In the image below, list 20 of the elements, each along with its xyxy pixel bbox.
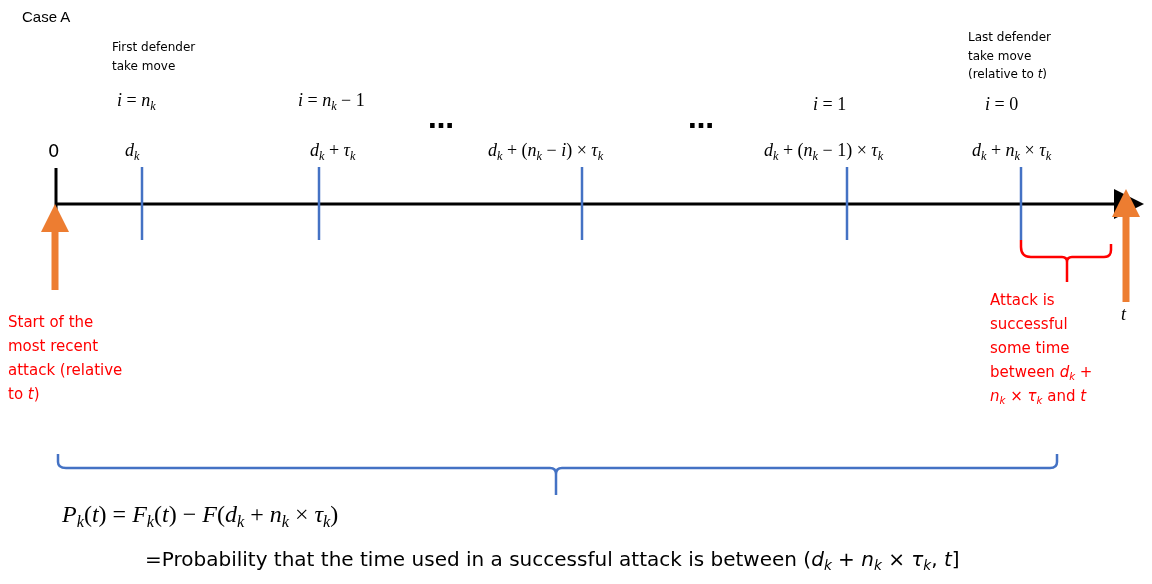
- time-label: d$_{k}$ + n$_{k}$ × τ$_{k}$: [972, 140, 1052, 162]
- ellipsis: …: [688, 104, 714, 136]
- ellipsis: …: [428, 104, 454, 136]
- annotation-text: Attack is successful some time between d$_{k}$ + n$_{k}$ × τ$_{k}$ and t: [990, 290, 1094, 408]
- annotation-text: Start of the most recent attack (relative to t): [8, 310, 133, 406]
- time-label: d$_{k}$: [125, 140, 140, 162]
- annotation-text: Last defender take move (relative to t): [968, 29, 1052, 84]
- index-label: i = n$_{k}$: [117, 90, 156, 112]
- formula-description: =Probability that the time used in a successful attack is between (d$_{k}$ + n$_{k}$ × τ$_{k}$, t]: [145, 547, 960, 571]
- annotation-text: First defender take move: [112, 39, 197, 75]
- time-label: t: [1121, 304, 1126, 326]
- index-label: i = n$_{k}$ − 1: [298, 90, 365, 112]
- formula: P$_{k}$(t) = F$_{k}$(t) − F(d$_{k}$ + n$_{k}$ × τ$_{k}$): [62, 500, 339, 529]
- index-label: i = 0: [985, 94, 1019, 116]
- index-label: i = 1: [813, 94, 847, 116]
- time-label: d$_{k}$ + (n$_{k}$ − 1) × τ$_{k}$: [764, 140, 884, 162]
- title: Case A: [22, 8, 71, 25]
- time-label: d$_{k}$ + τ$_{k}$: [310, 140, 356, 162]
- time-label: d$_{k}$ + (n$_{k}$ − i) × τ$_{k}$: [488, 140, 604, 162]
- origin-label: 0: [48, 140, 60, 162]
